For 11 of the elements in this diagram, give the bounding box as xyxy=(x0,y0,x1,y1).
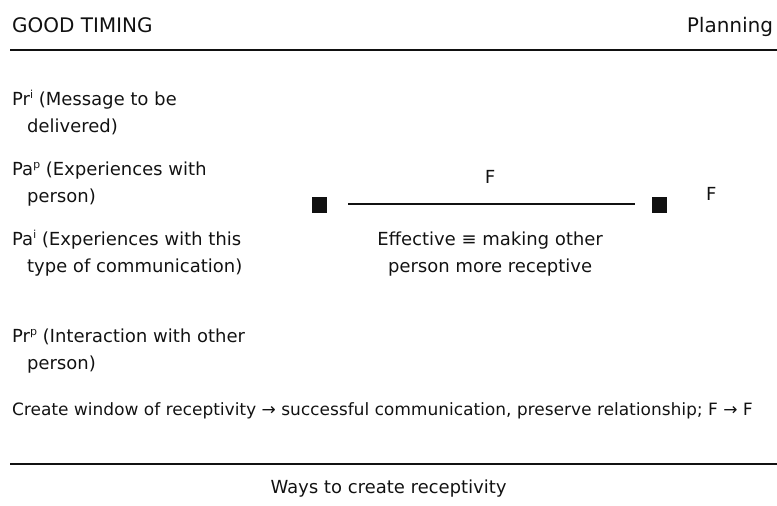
section-label: Planning xyxy=(686,12,773,39)
term-definition: Pr$^{i}$ (Message to be delivered) xyxy=(12,87,178,139)
heading-title: GOOD TIMING xyxy=(12,12,152,39)
term-definition: Pr$^{p}$ (Interaction with other person) xyxy=(12,324,246,376)
note-text: Create window of receptivity → successful communication, preserve relationship; F → F xyxy=(12,399,754,422)
result-symbol: F xyxy=(706,183,716,207)
term-definition: Pa$^{p}$ (Experiences with person) xyxy=(12,157,208,209)
caption: Ways to create receptivity xyxy=(270,476,508,500)
term-definition: Pa$^{i}$ (Experiences with this type of communication) xyxy=(12,227,244,279)
fraction-numerator: F xyxy=(484,166,496,190)
fraction-denominator: Effective ≡ making other person more receptive xyxy=(376,228,604,279)
